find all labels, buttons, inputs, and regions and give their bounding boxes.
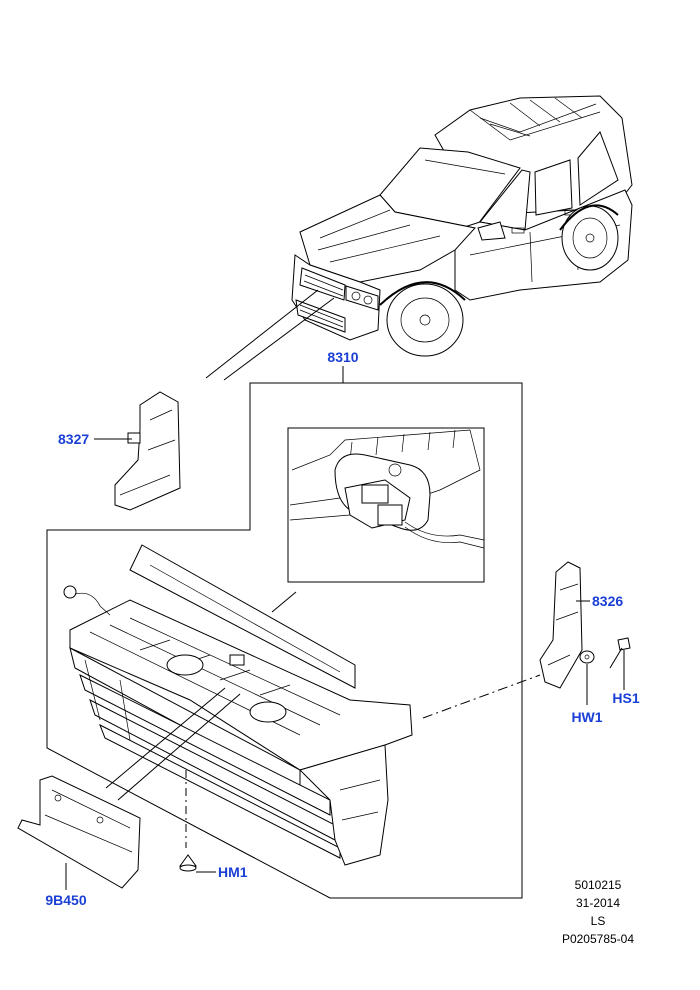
callout-8310[interactable]: 8310 [327, 349, 358, 365]
callout-8327[interactable]: 8327 [58, 431, 89, 447]
callout-hs1[interactable]: HS1 [612, 690, 639, 706]
reference-line-1: 5010215 [575, 878, 622, 892]
active-grille-shutter-assembly [63, 544, 413, 866]
callout-9b450[interactable]: 9B450 [45, 892, 86, 908]
leader-vehicle-1 [205, 289, 319, 379]
callout-hw1[interactable]: HW1 [571, 709, 602, 725]
reference-block: 5010215 31-2014 LS P0205785-04 [562, 878, 634, 946]
washer-hw1 [579, 650, 595, 664]
assembly-border [46, 382, 523, 899]
vehicle-illustration [291, 95, 633, 357]
reference-line-3: LS [591, 914, 606, 928]
detail-inset [287, 427, 485, 583]
leader-shutter-1 [105, 687, 226, 789]
leader-shutter-2 [117, 693, 241, 801]
leader-inset [271, 591, 297, 613]
bracket-8326 [539, 561, 583, 689]
leader-vehicle-2 [223, 297, 335, 381]
reference-line-4: P0205785-04 [562, 932, 634, 946]
screw-hs1 [609, 637, 631, 669]
reference-line-2: 31-2014 [576, 896, 620, 910]
bracket-8327 [114, 391, 181, 511]
bracket-9b450 [17, 775, 141, 889]
clip-hm1 [179, 854, 197, 872]
callout-hm1[interactable]: HM1 [218, 864, 248, 880]
callout-8326[interactable]: 8326 [592, 593, 623, 609]
dashed-line-8326 [422, 674, 541, 719]
